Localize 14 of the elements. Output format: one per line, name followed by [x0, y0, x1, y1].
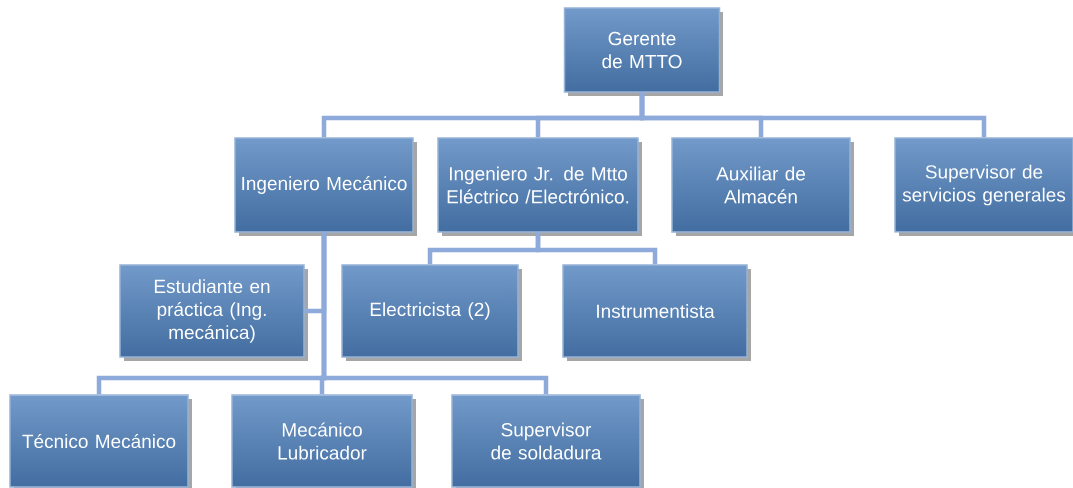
- position-box: Supervisor de servicios generales: [894, 137, 1073, 233]
- position-box: Estudiante en práctica (Ing. mecánica): [119, 264, 305, 358]
- position-box: Mecánico Lubricador: [231, 394, 413, 488]
- position-box: Auxiliar de Almacén: [671, 137, 851, 233]
- position-box: Ingeniero Jr. de Mtto Eléctrico /Electrónico.: [437, 137, 639, 233]
- position-box: Gerente de MTTO: [563, 7, 721, 93]
- position-box: Electricista (2): [341, 264, 519, 358]
- connector-line: [639, 92, 987, 138]
- connector-line: [535, 232, 658, 265]
- position-box: Supervisor de soldadura: [451, 394, 641, 488]
- position-box: Instrumentista: [562, 264, 748, 358]
- position-box: Ingeniero Mecánico: [234, 137, 414, 233]
- position-box: Técnico Mecánico: [9, 394, 189, 488]
- connector-line: [321, 232, 549, 395]
